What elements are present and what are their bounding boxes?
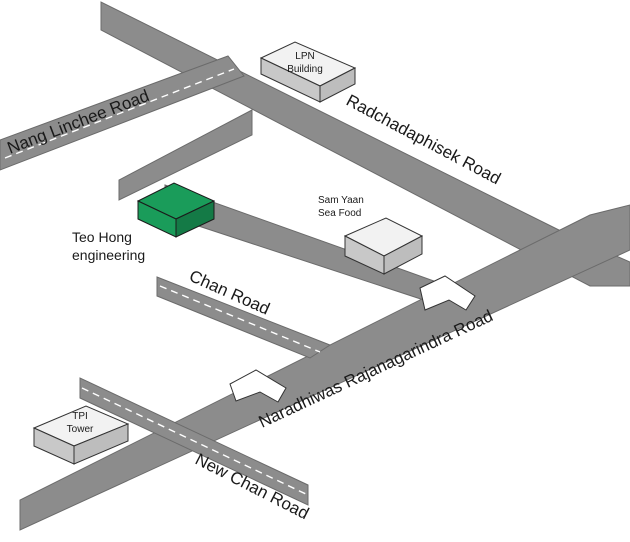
building-tpi: TPI Tower: [32, 405, 130, 465]
teo-hong-label-line1: Teo Hong: [72, 229, 132, 245]
overpass-east: [419, 275, 476, 311]
building-teo-hong: [136, 182, 216, 238]
nang-linchee-label: Nang Linchee Road: [5, 86, 152, 158]
naradhiwas-road: [19, 204, 630, 531]
sam-yaan-label-line1: Sam Yaan: [318, 195, 364, 206]
teo-hong-label-line2: engineering: [72, 247, 145, 263]
lpn-label-line2: Building: [287, 64, 323, 75]
connector-road: [118, 109, 253, 201]
building-lpn: LPN Building: [259, 41, 357, 103]
nang-linchee-lane: [4, 68, 235, 159]
overpasses: [229, 275, 476, 403]
tpi-label-line1: TPI: [72, 411, 88, 422]
building-sam-yaan: [343, 217, 424, 275]
tpi-label-line2: Tower: [67, 424, 94, 435]
lpn-side: [319, 67, 356, 103]
teo-hong-side: [175, 200, 215, 238]
overpass-west: [229, 369, 287, 403]
lane-markings: [4, 68, 321, 496]
new-chan-lane: [81, 387, 309, 496]
sam-yaan-label-line2: Sea Food: [318, 208, 361, 219]
chan-lane: [159, 285, 321, 353]
tpi-side: [73, 423, 129, 465]
lpn-label-line1: LPN: [295, 51, 314, 62]
sam-yaan-side: [383, 235, 423, 275]
